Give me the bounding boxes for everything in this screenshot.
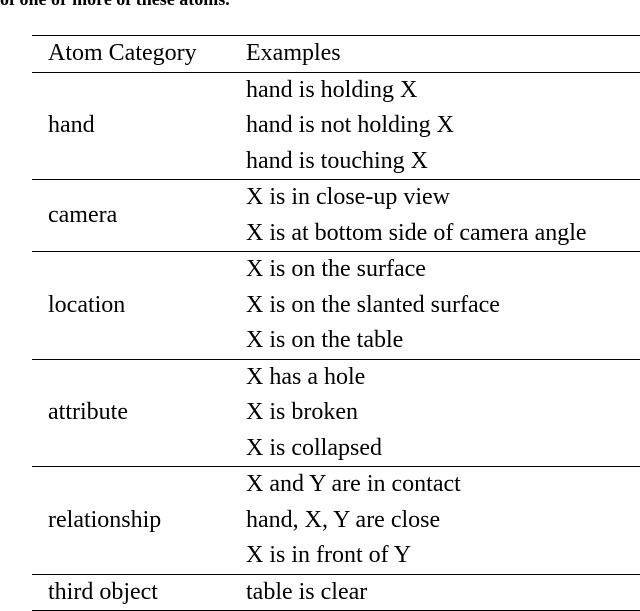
- category-cell: relationship: [48, 506, 162, 533]
- group-attribute: attribute X has a hole X is broken X is …: [32, 359, 640, 467]
- example-item: X is broken: [246, 399, 358, 425]
- table-row: camera X is in close-up view X is at bot…: [32, 180, 640, 252]
- example-item: X is on the surface: [246, 256, 426, 282]
- example-item: X is collapsed: [246, 434, 382, 461]
- category-cell: attribute: [48, 399, 128, 425]
- examples-cell: X and Y are in contact hand, X, Y are cl…: [246, 467, 640, 575]
- category-cell: third object: [48, 578, 158, 605]
- example-item: hand is not holding X: [246, 112, 454, 138]
- examples-cell: X is on the surface X is on the slanted …: [246, 252, 640, 360]
- group-camera: camera X is in close-up view X is at bot…: [32, 180, 640, 252]
- example-item: X is in close-up view: [246, 184, 450, 210]
- examples-cell: hand is holding X hand is not holding X …: [246, 72, 640, 180]
- example-item: table is clear: [246, 578, 368, 605]
- examples-cell: table is clear: [246, 574, 640, 611]
- example-item: hand is holding X: [246, 76, 418, 103]
- example-item: X is at bottom side of camera angle: [246, 219, 587, 246]
- table-caption: of one or more of these atoms.: [0, 0, 230, 9]
- group-hand: hand hand is holding X hand is not holdi…: [32, 72, 640, 180]
- table-row: third object table is clear: [32, 574, 640, 611]
- header-atom-category: Atom Category: [48, 40, 197, 66]
- example-item: X has a hole: [246, 363, 366, 390]
- example-item: X is on the slanted surface: [246, 291, 500, 318]
- example-item: X and Y are in contact: [246, 471, 461, 497]
- header-examples: Examples: [246, 40, 341, 66]
- group-location: location X is on the surface X is on the…: [32, 252, 640, 360]
- examples-cell: X has a hole X is broken X is collapsed: [246, 359, 640, 467]
- examples-cell: X is in close-up view X is at bottom sid…: [246, 180, 640, 252]
- table-header: Atom Category Examples: [32, 35, 640, 72]
- table-row: attribute X has a hole X is broken X is …: [32, 359, 640, 467]
- table-row: location X is on the surface X is on the…: [32, 252, 640, 360]
- category-cell: camera: [48, 201, 118, 228]
- example-item: X is on the table: [246, 327, 404, 353]
- group-third-object: third object table is clear: [32, 574, 640, 611]
- table-row: hand hand is holding X hand is not holdi…: [32, 72, 640, 180]
- table-row: relationship X and Y are in contact hand…: [32, 467, 640, 575]
- example-item: hand is touching X: [246, 147, 428, 174]
- header-row: Atom Category Examples: [32, 35, 640, 72]
- atom-category-table: Atom Category Examples hand hand is hold…: [32, 35, 640, 611]
- group-relationship: relationship X and Y are in contact hand…: [32, 467, 640, 575]
- example-item: hand, X, Y are close: [246, 506, 441, 533]
- category-cell: hand: [48, 112, 95, 138]
- example-item: X is in front of Y: [246, 542, 412, 568]
- category-cell: location: [48, 291, 126, 318]
